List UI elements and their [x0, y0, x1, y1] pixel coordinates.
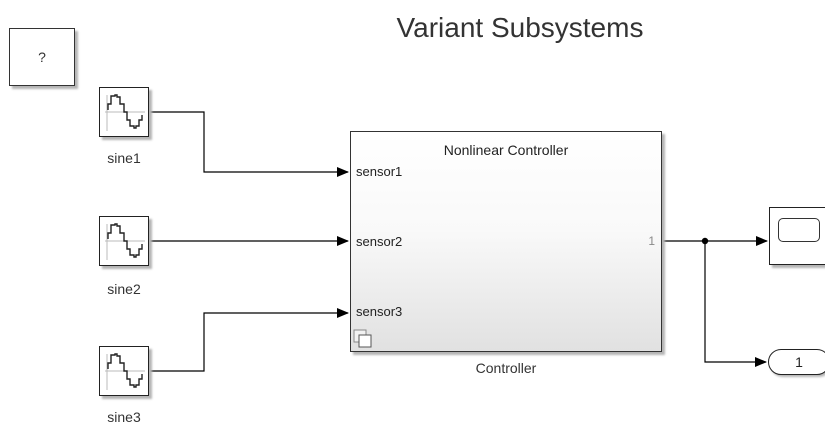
- sine3-label: sine3: [107, 409, 141, 425]
- branch-point: [701, 237, 709, 245]
- sine-wave-icon: [105, 94, 145, 131]
- sine2-block[interactable]: [99, 216, 149, 266]
- signal-line-to-outport[interactable]: [704, 241, 767, 367]
- outport-block[interactable]: 1: [768, 349, 825, 375]
- sine1-label: sine1: [107, 150, 141, 166]
- signal-line-sine1[interactable]: [150, 111, 349, 177]
- input-port-sensor1: sensor1: [356, 164, 403, 179]
- scope-block[interactable]: [769, 207, 825, 265]
- input-port-sensor2: sensor2: [356, 234, 403, 249]
- outport-label: 1: [795, 354, 803, 370]
- variant-subsystem-icon: [353, 329, 372, 348]
- help-block[interactable]: ?: [9, 28, 75, 86]
- help-block-label: ?: [38, 49, 46, 65]
- sine-wave-icon: [105, 353, 145, 390]
- controller-subsystem[interactable]: Nonlinear Controller sensor1 sensor2 sen…: [350, 131, 662, 352]
- scope-icon: [778, 218, 820, 242]
- active-variant-title: Nonlinear Controller: [443, 142, 569, 158]
- output-port-1: 1: [648, 234, 655, 248]
- sine2-label: sine2: [107, 281, 141, 297]
- input-port-sensor3: sensor3: [356, 304, 403, 319]
- model-title: Variant Subsystems: [396, 12, 644, 43]
- sine-wave-icon: [105, 223, 145, 260]
- controller-name: Controller: [475, 360, 537, 376]
- signal-line-sine3[interactable]: [150, 308, 349, 372]
- sine1-block[interactable]: [99, 87, 149, 137]
- sine3-block[interactable]: [99, 346, 149, 396]
